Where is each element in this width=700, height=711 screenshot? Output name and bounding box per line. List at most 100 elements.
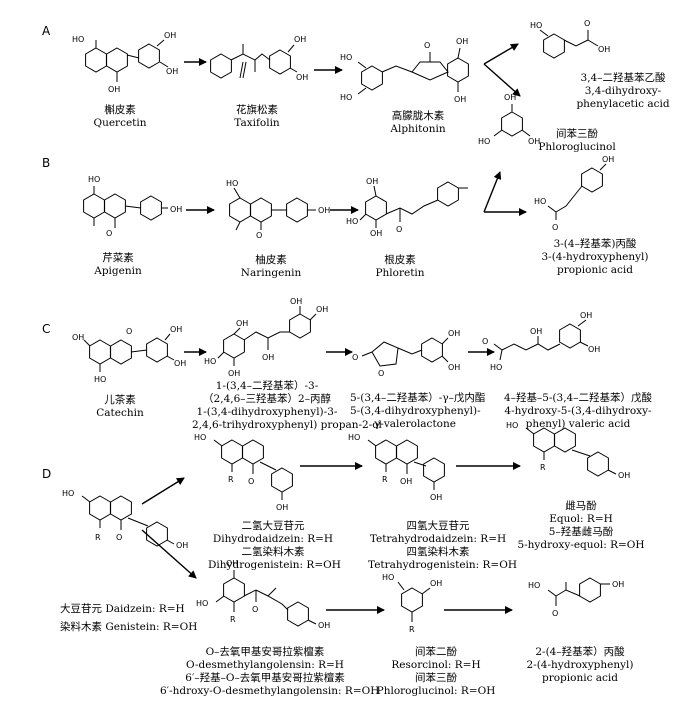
c2-structure bbox=[217, 306, 317, 366]
compound-label-c4: 4–羟基–5-(3,4–二羟基苯）戊酸 4-hydroxy-5-(3,4-dih… bbox=[490, 392, 666, 431]
label-en: Tetrahydrodaidzein: R=H bbox=[369, 533, 507, 545]
arrow-b3 bbox=[483, 171, 502, 213]
label-en: Equol: R=H bbox=[549, 513, 613, 525]
label-cn: 槲皮素 bbox=[104, 104, 136, 116]
atom-label: O bbox=[126, 327, 132, 336]
atom-label: HO bbox=[88, 175, 100, 184]
compound-label-equol: 雌马酚 Equol: R=H 5–羟基雌马酚 5-hydroxy-equol: … bbox=[516, 500, 646, 552]
compound-label-apigenin: 芹菜素 Apigenin bbox=[88, 252, 148, 278]
atom-label: OH bbox=[400, 477, 412, 486]
compound-label-hppa: 2-(4–羟基苯）丙酸 2-(4-hydroxyphenyl) propioni… bbox=[520, 646, 640, 685]
atom-label: O bbox=[424, 41, 430, 50]
atom-label: HO bbox=[196, 599, 208, 608]
atom-label: OH bbox=[618, 471, 630, 480]
compound-label-odma: O–去氧甲基安哥拉紫檀素 O-desmethylangolensin: R=H … bbox=[160, 646, 379, 698]
label-cn: 儿茶素 bbox=[104, 394, 136, 406]
compound-label-alphitonin: 高朦胧木素 Alphitonin bbox=[378, 110, 458, 136]
compound-label-hpp: 3-(4–羟基苯)丙酸 3-(4-hydroxyphenyl) propioni… bbox=[540, 238, 650, 277]
section-label-c: C bbox=[42, 322, 51, 336]
atom-label: OH bbox=[316, 305, 328, 314]
atom-label: OH bbox=[176, 541, 188, 550]
compound-label-c2: 1-(3,4–二羟基苯）-3- （2,4,6–三羟基苯）2–丙醇 1-(3,4-… bbox=[192, 380, 382, 432]
resorcinol-structure bbox=[397, 581, 431, 622]
label-cn: 5-(3,4–二羟基苯）-γ–戊内酯 bbox=[350, 392, 486, 404]
arrow-d2 bbox=[141, 529, 197, 579]
atom-label: OH bbox=[448, 329, 460, 338]
atom-label: OH bbox=[276, 503, 288, 512]
atom-label: OH bbox=[164, 31, 176, 40]
compound-label-phloretin: 根皮素 Phloretin bbox=[370, 254, 430, 280]
label-cn: 雌马酚 bbox=[565, 500, 597, 512]
atom-label: HO bbox=[478, 137, 490, 146]
label-cn: 二氢大豆苷元 bbox=[241, 520, 305, 532]
alphitonin-structure bbox=[357, 47, 469, 95]
atom-label: OH bbox=[370, 229, 382, 238]
atom-label: R bbox=[228, 475, 234, 484]
atom-label: OH bbox=[528, 137, 540, 146]
phloroglucinol-a-structure bbox=[493, 104, 531, 137]
atom-label: HO bbox=[534, 197, 546, 206]
label-en: 2-(4-hydroxyphenyl) bbox=[526, 659, 634, 671]
atom-label: HO bbox=[62, 489, 74, 498]
compound-label-taxifolin: 花旗松素 Taxifolin bbox=[222, 104, 292, 130]
label-cn: 1-(3,4–二羟基苯）-3- bbox=[215, 380, 319, 392]
label-en: 2,4,6-trihydroxyphenyl) propan-2-ol bbox=[192, 419, 382, 431]
label-cn: 3-(4–羟基苯)丙酸 bbox=[553, 238, 637, 250]
atom-label: OH bbox=[174, 359, 186, 368]
atom-label: OH bbox=[72, 333, 84, 342]
label-cn: 根皮素 bbox=[384, 254, 416, 266]
equol-structure bbox=[525, 427, 617, 477]
label-en: 3-(4-hydroxyphenyl) bbox=[541, 251, 649, 263]
label-cn: 间苯三酚 bbox=[415, 672, 457, 684]
atom-label: OH bbox=[580, 311, 592, 320]
label-en: 5-(3,4-dihydroxyphenyl)- bbox=[350, 405, 481, 417]
label-en: O-desmethylangolensin: R=H bbox=[186, 659, 344, 671]
atom-label: R bbox=[409, 625, 415, 634]
atom-label: OH bbox=[170, 205, 182, 214]
label-en: phenyl) valeric acid bbox=[525, 418, 631, 430]
atom-label: HO bbox=[348, 433, 360, 442]
atom-label: OH bbox=[296, 73, 308, 82]
compound-label-catechin: 儿茶素 Catechin bbox=[90, 394, 150, 420]
quercetin-structure bbox=[85, 39, 169, 82]
label-cn: 间苯三酚 bbox=[556, 128, 598, 140]
label-cn: 4–羟基–5-(3,4–二羟基苯）戊酸 bbox=[504, 392, 652, 404]
taxifolin-structure bbox=[210, 44, 298, 79]
atom-label: OH bbox=[166, 67, 178, 76]
label-en: propionic acid bbox=[556, 264, 634, 276]
label-en: Resorcinol: R=H bbox=[391, 659, 481, 671]
atom-label: HO bbox=[204, 357, 216, 366]
atom-label: HO bbox=[382, 573, 394, 582]
compound-label-tetrahydrodaidzein: 四氢大豆苷元 Tetrahydrodaidzein: R=H 四氢染料木素 Te… bbox=[368, 520, 517, 572]
label-en: 3,4-dihydroxy- bbox=[584, 85, 662, 97]
atom-label: R bbox=[540, 463, 546, 472]
section-label-b: B bbox=[42, 156, 51, 170]
compound-label-quercetin: 槲皮素 Quercetin bbox=[90, 104, 150, 130]
atom-label: OH bbox=[602, 155, 614, 164]
label-cn: 6′–羟基–O–去氧甲基安哥拉紫檀素 bbox=[185, 672, 345, 684]
atom-label: OH bbox=[318, 206, 330, 215]
atom-label: OH bbox=[318, 621, 330, 630]
atom-label: HO bbox=[530, 21, 542, 30]
atom-label: OH bbox=[236, 319, 248, 328]
arrow-d1 bbox=[141, 477, 185, 505]
compound-label-c3: 5-(3,4–二羟基苯）-γ–戊内酯 5-(3,4-dihydroxypheny… bbox=[350, 392, 486, 431]
tetrahydrodaidzein-structure bbox=[367, 439, 445, 490]
label-en: Alphitonin bbox=[390, 123, 446, 135]
catechin-structure bbox=[83, 333, 175, 372]
hppa-structure bbox=[547, 577, 610, 606]
atom-label: OH bbox=[262, 353, 274, 362]
dhpaa-structure bbox=[539, 29, 599, 59]
c3-structure bbox=[361, 337, 449, 367]
atom-label: OH bbox=[430, 579, 442, 588]
label-en: 4-hydroxy-5-(3,4-dihydroxy- bbox=[504, 405, 652, 417]
atom-label: HO bbox=[94, 375, 106, 384]
atom-label: O bbox=[116, 533, 122, 542]
atom-label: OH bbox=[290, 297, 302, 306]
label-en: Catechin bbox=[96, 407, 144, 419]
label-cn: 四氢染料木素 bbox=[406, 546, 470, 558]
atom-label: HO bbox=[226, 179, 238, 188]
atom-label: OH bbox=[612, 580, 624, 589]
label-en: propionic acid bbox=[541, 672, 619, 684]
odma-structure bbox=[215, 570, 317, 627]
